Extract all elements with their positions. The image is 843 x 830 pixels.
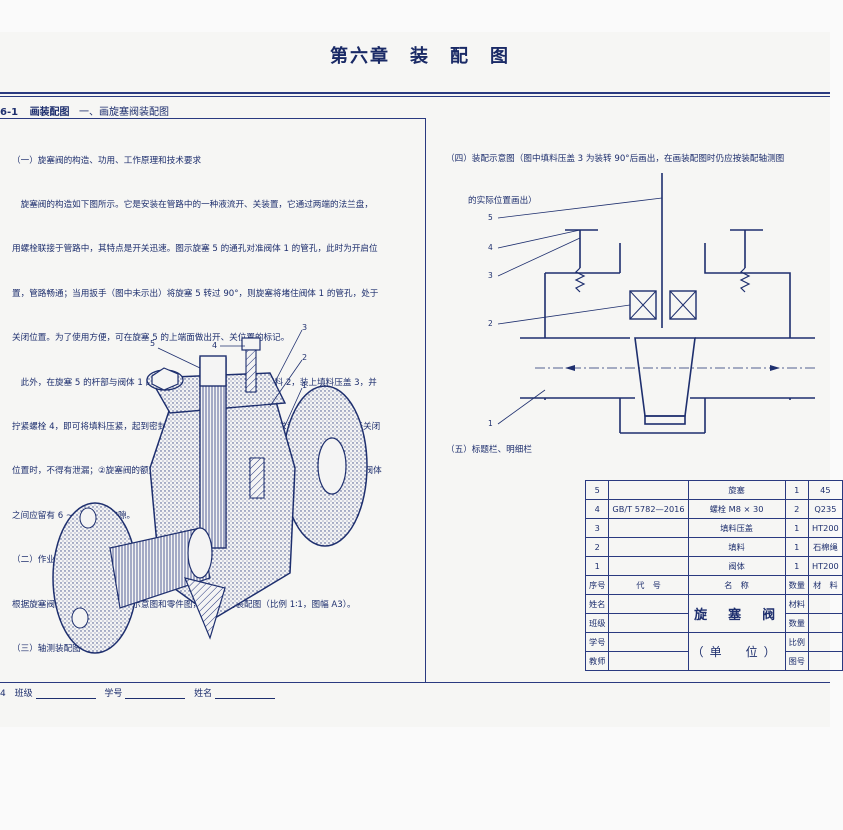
schematic-plug — [634, 337, 696, 417]
label-name: 姓名 — [584, 594, 610, 614]
part1-line-4: 关闭位置。为了使用方便，可在旋塞 5 的上端面做出开、关位置的标记。 — [12, 333, 290, 344]
label-teacher: 教师 — [584, 651, 610, 671]
header-material: 材 料 — [807, 575, 843, 595]
row-4-code: GB/T 5782—2016 — [608, 499, 689, 519]
schematic-label-2: 2 — [488, 319, 493, 328]
row-5-material: 45 — [807, 480, 843, 500]
footer: 4 班级 学号 姓名 — [0, 686, 276, 699]
part1-line-1: 旋塞阀的构造如下图所示。它是安装在管路中的一种液流开、关装置，它通过两端的法兰盘… — [12, 199, 373, 210]
schematic-label-3: 3 — [488, 271, 493, 280]
top-rule — [0, 92, 830, 94]
part1-heading: （一）旋塞阀的构造、功用、工作原理和技术要求 — [12, 155, 202, 166]
header-no: 序号 — [584, 575, 610, 595]
label-student-id: 学号 — [584, 632, 610, 652]
row-1-qty: 1 — [784, 556, 809, 576]
row-5-qty: 1 — [784, 480, 809, 500]
assembly-schematic: 5 4 3 2 1 — [488, 173, 815, 434]
row-5-name: 旋塞 — [687, 480, 786, 500]
iso-callout-3: 3 — [302, 323, 307, 332]
section-number: 6-1 — [0, 107, 19, 118]
part5-heading: （五）标题栏、明细栏 — [446, 445, 532, 455]
bottom-rule — [0, 682, 830, 683]
top-rule-thin — [0, 96, 830, 97]
label-class: 班级 — [584, 613, 610, 633]
table-header-row: 序号 代 号 名 称 数量 材 料 — [584, 575, 843, 595]
table-row: 3 填料压盖 1 HT200 — [584, 518, 843, 538]
row-3-code — [608, 518, 689, 538]
bolt-shank — [245, 349, 257, 393]
row-3-qty: 1 — [784, 518, 809, 538]
part3-heading: （三）轴测装配图 — [12, 643, 81, 654]
row-5-no: 5 — [584, 480, 610, 500]
parts-list-table: 5 旋塞 1 45 4 GB/T 5782—2016 螺栓 M8 × 30 2 … — [584, 480, 843, 671]
plug-stem — [199, 357, 227, 549]
id-blank — [125, 688, 186, 699]
part2-heading: （二）作业 — [12, 555, 55, 566]
name-blank — [215, 688, 276, 699]
label-material: 材料 — [784, 594, 809, 614]
header-code: 代 号 — [608, 575, 689, 595]
row-4-material: Q235 — [807, 499, 843, 519]
row-3-name: 填料压盖 — [687, 518, 786, 538]
table-row: 1 阀体 1 HT200 — [584, 556, 843, 576]
row-2-material: 石棉绳 — [807, 537, 843, 557]
table-row: 4 GB/T 5782—2016 螺栓 M8 × 30 2 Q235 — [584, 499, 843, 519]
part1-line-3: 置，管路畅通；当用扳手（图中未示出）将旋塞 5 转过 90°，则旋塞将堵住阀体 … — [12, 288, 379, 299]
bolt-head — [241, 337, 261, 351]
class-blank — [35, 688, 96, 699]
row-4-no: 4 — [584, 499, 610, 519]
row-1-name: 阀体 — [687, 556, 786, 576]
iso-callout-4: 4 — [212, 341, 217, 350]
header-qty: 数量 — [784, 575, 809, 595]
section-header: 6-1 画装配图 一、画旋塞阀装配图 — [0, 103, 169, 118]
part1-line-2: 用螺栓联接于管路中，其特点是开关迅速。图示旋塞 5 的通孔对准阀体 1 的管孔，… — [12, 244, 378, 255]
row-3-material: HT200 — [807, 518, 843, 538]
row-2-no: 2 — [584, 537, 610, 557]
row-1-material: HT200 — [807, 556, 843, 576]
label-drawing-no: 图号 — [784, 651, 809, 671]
unit-field: （单 位） — [687, 632, 786, 671]
id-label: 学号 — [104, 689, 123, 699]
page-number: 4 — [0, 689, 6, 699]
bore — [109, 527, 211, 609]
section-rule — [0, 118, 425, 119]
row-4-qty: 2 — [784, 499, 809, 519]
part4-text: （四）装配示意图（图中填料压盖 3 为装转 90°后画出，在画装配图时仍应按装配… — [446, 124, 784, 222]
chapter-title: 第六章 装 配 图 — [330, 46, 510, 67]
iso-callout-2: 2 — [302, 353, 307, 362]
title-row: 姓名 旋 塞 阀 材料 — [584, 594, 843, 633]
table-row: 2 填料 1 石棉绳 — [584, 537, 843, 557]
title-row: 教师 图号 — [584, 651, 843, 671]
section-subtitle: 一、画旋塞阀装配图 — [79, 107, 170, 118]
schematic-label-5: 5 — [488, 213, 493, 222]
schematic-label-1: 1 — [488, 419, 493, 428]
row-3-no: 3 — [584, 518, 610, 538]
section-title: 画装配图 — [29, 107, 70, 118]
iso-callout-5: 5 — [150, 339, 155, 348]
row-2-name: 填料 — [687, 537, 786, 557]
isometric-assembly-drawing: 5 4 3 2 1 — [52, 323, 368, 654]
title-row: 班级 数量 — [584, 613, 843, 633]
iso-callout-1: 1 — [302, 381, 307, 390]
row-2-qty: 1 — [784, 537, 809, 557]
column-divider — [425, 118, 426, 683]
part4-heading: （四）装配示意图（图中填料压盖 3 为装转 90°后画出，在画装配图时仍应按装配… — [446, 154, 785, 164]
class-label: 班级 — [14, 689, 33, 699]
table-row: 5 旋塞 1 45 — [584, 480, 843, 500]
header-name: 名 称 — [687, 575, 786, 595]
row-5-code — [608, 480, 689, 500]
title-row: 学号 （单 位） 比例 — [584, 632, 843, 671]
name-label: 姓名 — [194, 689, 213, 699]
label-scale: 比例 — [784, 632, 809, 652]
row-1-code — [608, 556, 689, 576]
part2-line: 根据旋塞阀的轴测装配图、装配示意图和零件图，画出它的装配图（比例 1∶1，图幅 … — [12, 599, 356, 610]
drawing-name: 旋 塞 阀 — [687, 594, 786, 633]
row-4-name: 螺栓 M8 × 30 — [687, 499, 786, 519]
row-2-code — [608, 537, 689, 557]
part4-heading-2: 的实际位置画出） — [468, 196, 537, 206]
label-quantity: 数量 — [784, 613, 809, 633]
schematic-label-4: 4 — [488, 243, 493, 252]
row-1-no: 1 — [584, 556, 610, 576]
